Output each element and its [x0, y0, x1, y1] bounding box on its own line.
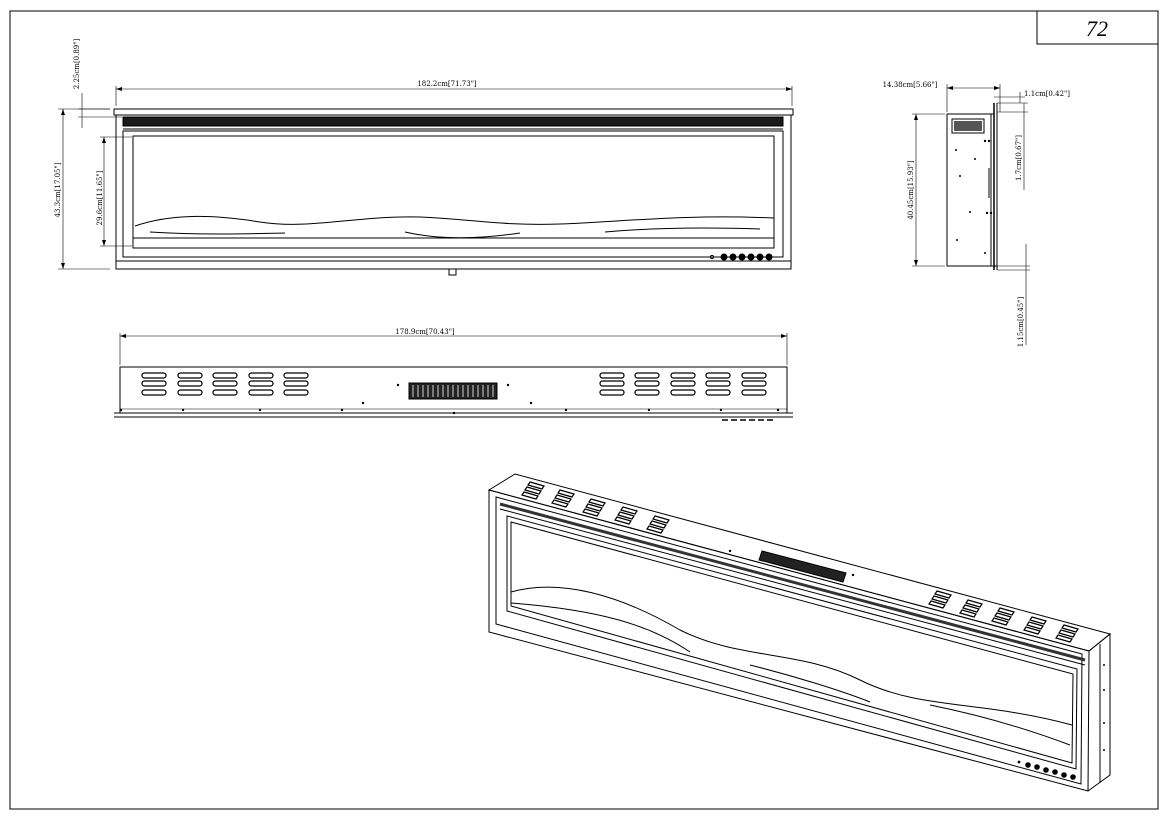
front-glass-height-label: 29.6cm[11.65"]: [96, 170, 104, 225]
side-body: [946, 113, 992, 267]
front-outer-frame: [113, 108, 794, 116]
front-height-label: 43.3cm[17.05"]: [54, 162, 62, 217]
iso-glass: [506, 515, 1078, 770]
front-top-trim-label: 2.25cm[0.89"]: [73, 39, 81, 90]
iso-control-buttons: [1017, 760, 1076, 780]
side-depth-label: 14.38cm[5.66"]: [883, 81, 938, 89]
front-view: 182.2cm[71.73"] 43.3cm[17.05"] 2.25cm[0.…: [54, 39, 794, 276]
side-height-label: 40.45cm[15.93"]: [907, 160, 915, 220]
front-mesh-band: [122, 116, 784, 127]
top-width-label: 178.9cm[70.43"]: [395, 328, 455, 336]
top-vents-right: [599, 372, 767, 396]
side-inset-label: 1.7cm[0.67"]: [1015, 135, 1023, 181]
sheet-border: [9, 10, 1159, 810]
iso-center-grille: [758, 550, 847, 583]
iso-vents-right: [928, 590, 1079, 643]
iso-vents-left: [521, 481, 670, 534]
side-flange-label: 1.1cm[0.42"]: [1024, 90, 1070, 98]
isometric-view: [487, 473, 1112, 792]
side-bottom-label: 1.15cm[0.45"]: [1017, 297, 1025, 348]
top-vents-left: [141, 372, 309, 396]
side-view: 14.38cm[5.66"] 1.1cm[0.42"] 40.45cm[15.9…: [883, 81, 1071, 347]
iso-wave: [510, 586, 1073, 726]
page-number: 72: [1086, 16, 1108, 41]
top-view: 178.9cm[70.43"]: [114, 328, 793, 421]
front-glass: [132, 135, 775, 249]
front-control-buttons: [709, 253, 773, 261]
front-wave: [134, 215, 775, 227]
page-number-box: [1036, 10, 1159, 45]
front-width-label: 182.2cm[71.73"]: [417, 80, 477, 88]
